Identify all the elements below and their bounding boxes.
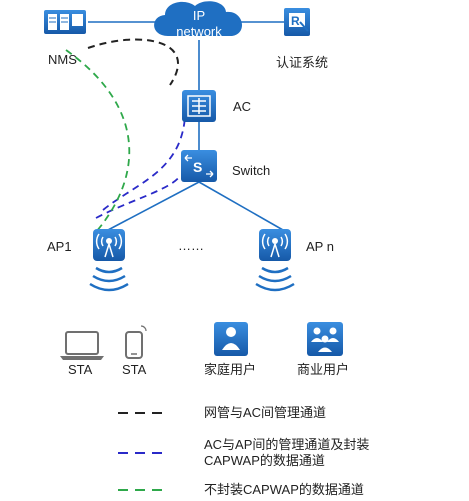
sta-phone-label: STA bbox=[122, 362, 147, 377]
ap-ellipsis: …… bbox=[178, 238, 204, 253]
nms-label: NMS bbox=[48, 52, 77, 67]
ac-label: AC bbox=[233, 99, 252, 114]
business-user-label: 商业用户 bbox=[297, 362, 350, 377]
switch-icon: S bbox=[181, 150, 217, 182]
cloud-label-line2: network bbox=[176, 24, 222, 39]
switch-label: Switch bbox=[232, 163, 271, 178]
access-point-icon bbox=[89, 229, 129, 292]
link-switch-ap1 bbox=[107, 181, 200, 231]
network-links bbox=[88, 21, 285, 231]
apn-label: AP n bbox=[306, 239, 334, 254]
cloud-label-line1: IP bbox=[192, 8, 206, 23]
capwap-tunnel-switch-ap bbox=[95, 175, 181, 219]
cloud-icon bbox=[154, 1, 243, 36]
home-user-icon bbox=[214, 322, 248, 356]
auth-system-label: 认证系统 bbox=[276, 55, 329, 70]
auth-system-icon: R bbox=[284, 8, 310, 36]
legend-mgmt-text: 网管与AC间管理通道 bbox=[204, 405, 327, 420]
legend-capwap-text-line2: CAPWAP的数据通道 bbox=[204, 453, 325, 468]
nms-server-icon bbox=[44, 10, 86, 34]
data-tunnel-ap-nms bbox=[65, 49, 131, 233]
sta-laptop-label: STA bbox=[68, 362, 93, 377]
mgmt-tunnel-nms-ac bbox=[87, 38, 179, 86]
svg-text:R: R bbox=[291, 14, 300, 28]
business-user-icon bbox=[307, 322, 343, 356]
link-switch-apn bbox=[198, 181, 284, 231]
phone-icon bbox=[125, 325, 147, 359]
capwap-tunnel-ac-ap bbox=[102, 97, 187, 211]
ac-controller-icon bbox=[182, 90, 216, 122]
laptop-icon bbox=[60, 331, 104, 360]
home-user-label: 家庭用户 bbox=[204, 362, 257, 377]
access-point-icon bbox=[255, 229, 295, 292]
ap1-label: AP1 bbox=[47, 239, 72, 254]
legend-data-text: 不封装CAPWAP的数据通道 bbox=[204, 482, 364, 497]
legend-capwap-text-line1: AC与AP间的管理通道及封装 bbox=[204, 437, 370, 452]
svg-text:S: S bbox=[193, 159, 202, 175]
